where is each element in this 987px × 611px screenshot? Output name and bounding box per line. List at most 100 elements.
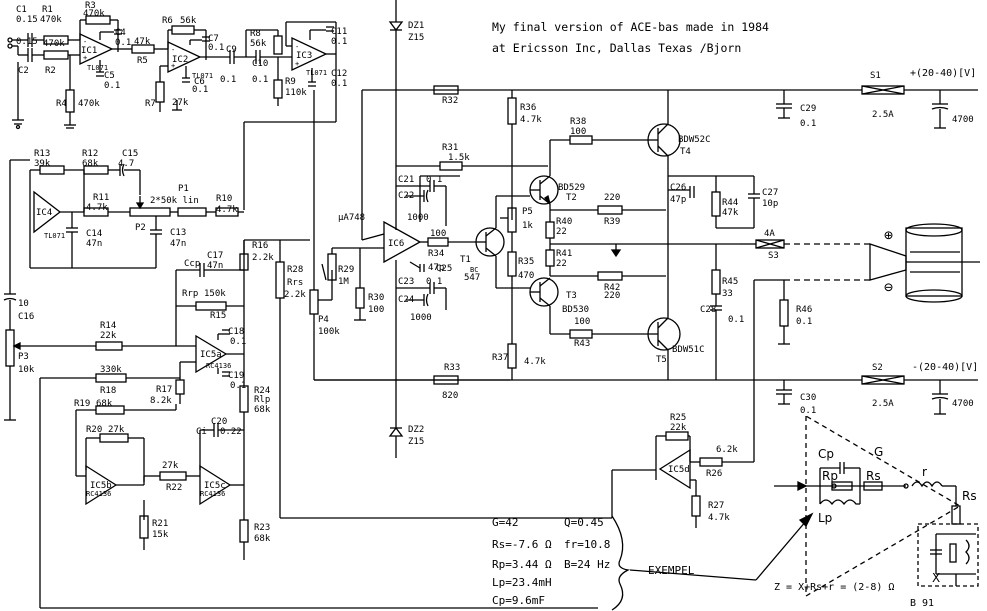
- label-rrs: Rrs: [287, 278, 303, 288]
- label-c12: C12: [331, 69, 347, 79]
- value-r45: 33: [722, 289, 733, 299]
- label-r24: R24: [254, 386, 270, 396]
- resistor-r18: [95, 373, 127, 383]
- resistor-r32: [433, 85, 459, 95]
- input-stage: C1 0.15 R1 470k 0.15 C2 470k R2 R3 470k …: [7, 1, 168, 130]
- value-r13: 39k: [34, 159, 51, 169]
- model-triangle: [805, 414, 962, 598]
- label-r12: R12: [82, 149, 98, 159]
- resistor-r26: [699, 457, 723, 467]
- label-c10: C10: [252, 59, 268, 69]
- potentiometer-p2: [177, 207, 207, 217]
- param-g: G=42: [492, 516, 519, 529]
- param-fr: fr=10.8: [564, 538, 610, 551]
- value-c9: 0.1: [220, 75, 236, 85]
- model-lp: [819, 499, 860, 506]
- type-ic3: TL071: [306, 69, 327, 77]
- resistor-r31: [439, 161, 463, 171]
- resistor-r2: [43, 50, 69, 60]
- label-r42: R42: [604, 283, 620, 293]
- zener-dz1: [388, 21, 404, 32]
- title-line-1: My final version of ACE-bas made in 1984: [492, 20, 769, 34]
- label-r11: R11: [93, 193, 109, 203]
- opamp-ic1: [79, 32, 114, 66]
- model-rs2-label: Rs: [962, 489, 977, 503]
- label-c29: C29: [800, 104, 816, 114]
- label-c27: C27: [762, 188, 778, 198]
- value-c12: 0.1: [331, 79, 347, 89]
- label-r1: R1: [42, 5, 53, 15]
- value-c27: 10p: [762, 199, 778, 209]
- resistor-r4: [65, 89, 75, 113]
- label-r33: R33: [444, 363, 460, 373]
- resistor-r37: [507, 343, 517, 369]
- label-c6: C6: [194, 77, 205, 87]
- resistor-r42: [597, 271, 623, 281]
- label-p4: P4: [318, 315, 329, 325]
- label-r22: R22: [166, 483, 182, 493]
- loudspeaker: ⊕ ⊖: [869, 223, 980, 303]
- value-c18: 0.1: [230, 337, 246, 347]
- label-c11: C11: [331, 27, 347, 37]
- label-c24: C24: [398, 295, 414, 305]
- value-r26: 6.2k: [716, 445, 738, 455]
- sense-stage-ic5d: 6.2k R26 R25 22k IC5d R27 4.7k: [611, 413, 755, 528]
- filter-stage-ic2: R6 56k - + IC2 TL071 C7 0.1 C6 0.1 R7 27…: [145, 16, 307, 112]
- label-ic5d: IC5d: [668, 465, 690, 475]
- title-line-2: at Ericsson Inc, Dallas Texas /Bjorn: [492, 41, 741, 55]
- param-lp: Lp=23.4mH: [492, 576, 552, 589]
- label-r20: R20: [86, 425, 102, 435]
- label-r30: R30: [368, 293, 384, 303]
- value-c4700-neg: 4700: [952, 399, 974, 409]
- resistor-r27: [691, 495, 701, 517]
- resistor-r43: [569, 329, 593, 339]
- label-r45: R45: [722, 277, 738, 287]
- value-s1: 2.5A: [872, 110, 894, 120]
- label-c9: C9: [226, 45, 237, 55]
- resistor-r30: [355, 287, 365, 309]
- value-r27: 4.7k: [708, 513, 730, 523]
- label-ic5a: IC5a: [200, 350, 222, 360]
- model-g: G: [874, 445, 883, 459]
- value-p3: 10k: [18, 365, 35, 375]
- label-p3: P3: [18, 352, 29, 362]
- ace-stage-ic5a: R14 22k Ccp C17 47n Rrp 150k R15 IC5a RC…: [39, 239, 598, 609]
- value-r23: 68k: [254, 534, 271, 544]
- resistor-r22: [159, 471, 187, 481]
- label-dz2: DZ2: [408, 425, 424, 435]
- value-c30: 0.1: [800, 406, 816, 416]
- label-ic1: IC1: [81, 46, 97, 56]
- value-r25: 22k: [670, 423, 687, 433]
- value-r7: 27k: [172, 98, 189, 108]
- resistor-r17: [175, 379, 185, 395]
- value-r35: 470: [518, 271, 534, 281]
- resistor-r40: [545, 221, 555, 239]
- type-ic5c: RC4136: [200, 490, 225, 498]
- model-cp-label: Cp: [818, 447, 834, 461]
- resistor-r39: [597, 205, 623, 215]
- label-c23: C23: [398, 277, 414, 287]
- label-p1: P1: [178, 184, 189, 194]
- model-rp: [831, 481, 853, 491]
- type-t1-num: 547: [464, 273, 480, 283]
- label-ic5c: IC5c: [204, 481, 226, 491]
- label-s3: S3: [768, 251, 779, 261]
- label-r26: R26: [706, 469, 722, 479]
- potentiometer-p4: [309, 289, 319, 315]
- label-rrp: Rrp: [182, 289, 198, 299]
- label-r3: R3: [85, 1, 96, 11]
- resistor-r8: [273, 35, 283, 55]
- resistor-r20: [99, 433, 129, 443]
- tone-stage-ic4: R13 39k R12 68k C15 4.7 IC4 TL071 R11 4.…: [29, 149, 244, 269]
- label-p5: P5: [522, 207, 533, 217]
- speaker-cone: [869, 243, 907, 281]
- label-s1: S1: [870, 71, 881, 81]
- value-c19: 0.1: [230, 381, 246, 391]
- value-c15: 4.7: [118, 159, 134, 169]
- value-p4: 100k: [318, 327, 340, 337]
- svg-text:+: +: [83, 54, 87, 62]
- label-r36: R36: [520, 103, 536, 113]
- value-c14: 47n: [86, 239, 102, 249]
- label-t3: T3: [566, 291, 577, 301]
- label-c14: C14: [86, 229, 102, 239]
